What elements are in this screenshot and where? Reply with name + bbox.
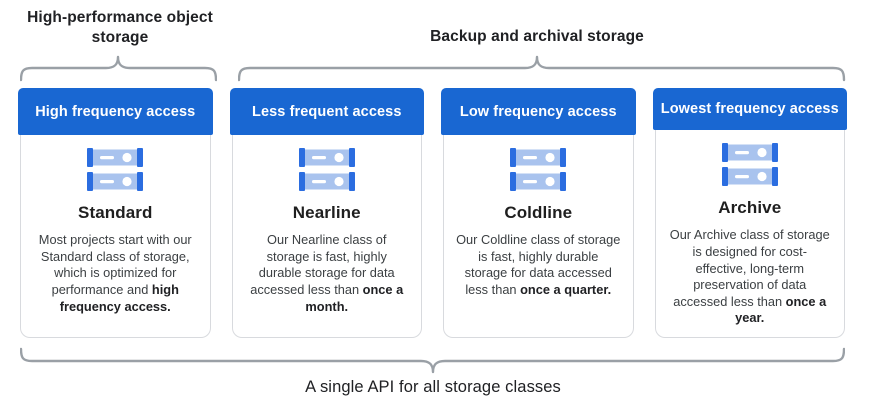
- brace-bottom-icon: [20, 347, 845, 374]
- card-body: Archive Our Archive class of storage is …: [654, 130, 845, 338]
- card-body: Coldline Our Coldline class of storage i…: [443, 135, 634, 338]
- storage-servers-icon: [87, 148, 144, 191]
- card-coldline: Low frequency access Coldline Our Coldli…: [441, 88, 636, 338]
- card-title: Archive: [718, 198, 782, 218]
- card-header-badge: Less frequent access: [229, 88, 424, 135]
- card-description-text: Most projects start with our Standard cl…: [38, 232, 192, 297]
- card-body: Nearline Our Nearline class of storage i…: [231, 135, 422, 338]
- card-description-text: Our Archive class of storage is designed…: [669, 227, 830, 309]
- storage-servers-icon: [510, 148, 567, 191]
- storage-servers-icon: [721, 143, 778, 187]
- brace-left-icon: [20, 55, 217, 82]
- card-description: Most projects start with our Standard cl…: [33, 232, 198, 315]
- card-description: Our Coldline class of storage is fast, h…: [456, 232, 621, 299]
- group-label-backup-archival: Backup and archival storage: [430, 28, 644, 45]
- card-description: Our Archive class of storage is designed…: [668, 227, 833, 327]
- card-description: Our Nearline class of storage is fast, h…: [245, 232, 410, 315]
- card-description-text: Our Nearline class of storage is fast, h…: [250, 232, 395, 297]
- card-nearline: Less frequent access Nearline Our Nearli…: [229, 88, 424, 338]
- card-title: Standard: [78, 203, 153, 222]
- card-title: Coldline: [504, 203, 573, 222]
- card-description-text: Our Coldline class of storage is fast, h…: [456, 232, 621, 297]
- storage-servers-icon: [298, 148, 355, 191]
- card-description-highlight: high frequency access.: [59, 281, 179, 314]
- storage-cards-row: High frequency access Standard Most proj…: [18, 88, 847, 338]
- card-description-highlight: once a quarter.: [520, 281, 612, 297]
- group-label-single-api: A single API for all storage classes: [305, 378, 561, 396]
- card-standard: High frequency access Standard Most proj…: [18, 88, 213, 338]
- card-header-badge: Lowest frequency access: [652, 88, 847, 131]
- brace-right-icon: [238, 55, 846, 82]
- card-archive: Lowest frequency access Archive Our Arch…: [652, 88, 847, 338]
- card-description-highlight: once a year.: [735, 293, 827, 326]
- card-header-badge: Low frequency access: [441, 88, 636, 135]
- card-title: Nearline: [292, 203, 361, 222]
- group-label-object-storage: High-performance object storage: [27, 9, 213, 47]
- card-body: Standard Most projects start with our St…: [20, 135, 211, 338]
- card-description-highlight: once a month.: [305, 281, 404, 314]
- card-header-badge: High frequency access: [18, 88, 213, 135]
